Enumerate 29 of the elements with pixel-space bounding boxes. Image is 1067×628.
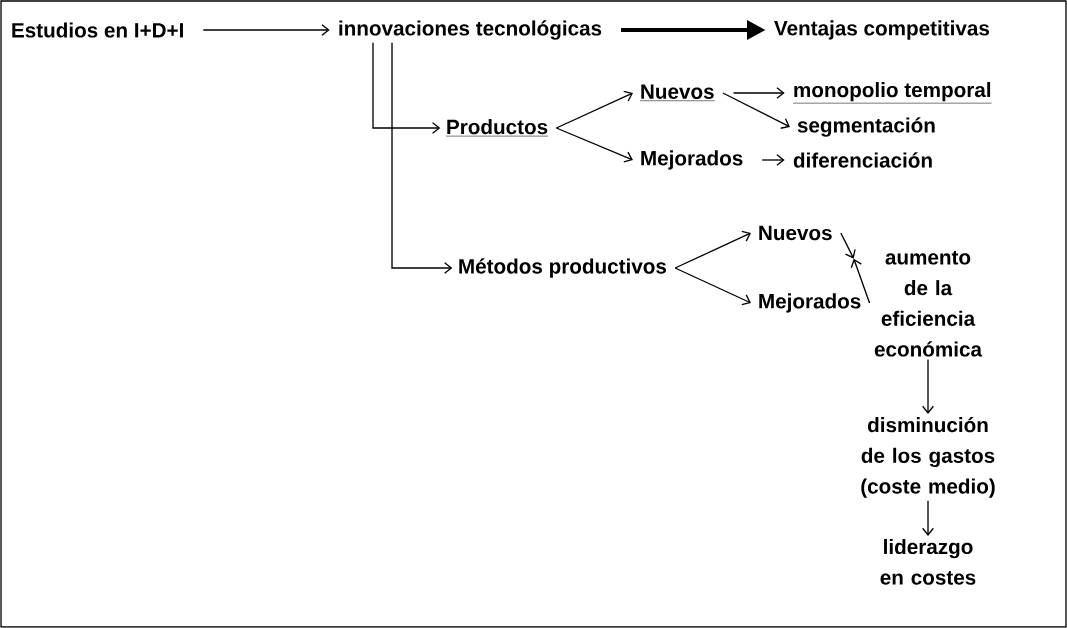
text-label: Productos: [445, 119, 549, 137]
arrow: [922, 358, 934, 414]
text-label: Ventajas competitivas: [774, 20, 989, 40]
arrow: [555, 127, 633, 163]
arrow: [761, 154, 785, 166]
text-label: disminución de los gastos (coste medio): [861, 416, 995, 498]
text-label: aumento de la eficiencia económica: [874, 250, 983, 357]
arrow: [674, 267, 751, 306]
arrow: [202, 24, 330, 36]
text-label: Métodos productivos: [459, 258, 667, 278]
arrow: [722, 92, 790, 129]
arrow: [674, 230, 751, 269]
arrow: [850, 258, 871, 304]
text-label: Nuevos: [759, 225, 832, 241]
text-label: liderazgo en costes: [880, 538, 976, 585]
text-label: Estudios en I+D+I: [12, 22, 183, 38]
text-label: Nuevos: [639, 84, 715, 101]
text-label: diferenciación: [793, 152, 932, 168]
text-label: innovaciones tecnológicas: [339, 20, 602, 40]
arrow: [732, 87, 785, 99]
arrow: [840, 232, 856, 259]
arrow: [391, 42, 453, 274]
arrow: [922, 499, 934, 536]
text-label: Mejorados: [759, 293, 861, 313]
text-label: segmentación: [797, 117, 935, 137]
arrow: [555, 90, 633, 129]
text-label: monopolio temporal: [792, 82, 992, 104]
arrow: [372, 42, 441, 134]
text-label: Mejorados: [641, 150, 743, 170]
